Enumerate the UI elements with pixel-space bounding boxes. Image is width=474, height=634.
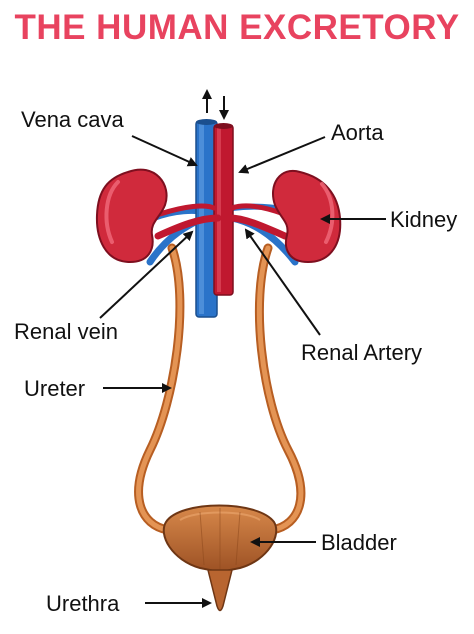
label-aorta: Aorta [331,120,384,145]
label-renal-artery: Renal Artery [301,340,422,365]
diagram-title: THE HUMAN EXCRETORY [14,8,460,47]
label-urethra: Urethra [46,591,120,616]
kidney-left [95,168,168,264]
label-kidney: Kidney [390,207,457,232]
bladder [162,504,278,574]
arrow-renal-vein [99,230,194,319]
pointer-arrows [99,135,386,608]
label-renal-vein: Renal vein [14,319,118,344]
ureter-right [254,243,306,535]
label-ureter: Ureter [24,376,85,401]
arrow-aorta [238,136,326,174]
flow-arrows [202,89,229,120]
renal-arteries [154,203,289,240]
label-bladder: Bladder [321,530,397,555]
label-vena-cava: Vena cava [21,107,125,132]
arrow-renal-artery [244,228,321,336]
arrow-vena-cava [131,135,198,167]
kidney-right [272,169,342,264]
ureter-left [134,243,185,535]
urethra [207,569,233,612]
